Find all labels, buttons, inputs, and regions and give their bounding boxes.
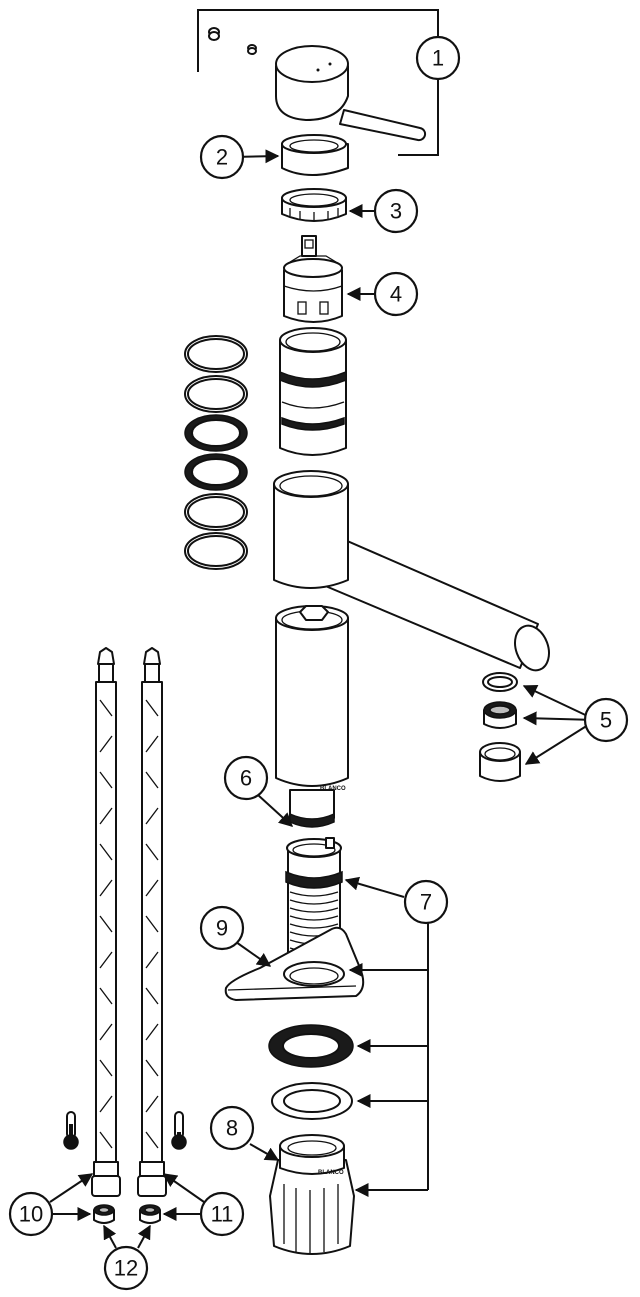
callout-8: 8 — [209, 1105, 255, 1151]
callout-10: 10 — [8, 1191, 54, 1237]
callout-12: 12 — [103, 1245, 149, 1291]
svg-text:2: 2 — [216, 145, 228, 170]
thermometer-hot-icon — [63, 1111, 79, 1150]
svg-text:8: 8 — [226, 1116, 238, 1141]
svg-text:6: 6 — [240, 766, 252, 791]
spout-body — [273, 470, 550, 672]
o-ring-set — [184, 335, 248, 570]
callout-6: 6 — [223, 755, 269, 801]
handle-knob — [275, 45, 427, 142]
svg-text:1: 1 — [432, 46, 444, 71]
callout-9: 9 — [199, 905, 245, 951]
svg-text:11: 11 — [211, 1202, 234, 1227]
adapter-sleeve — [279, 327, 347, 456]
thermometer-cold-icon — [171, 1111, 187, 1150]
part-2-cover-ring — [281, 134, 349, 176]
callout-2: 2 — [199, 134, 245, 180]
part-8-mounting-nut: BLANCO — [269, 1134, 355, 1255]
supply-hose-left — [91, 647, 121, 1197]
callout-3: 3 — [373, 188, 419, 234]
svg-text:10: 10 — [19, 1202, 43, 1227]
mounting-column: BLANCO — [275, 605, 349, 792]
rubber-gasket — [268, 1024, 354, 1068]
hose-washer-left — [93, 1204, 115, 1224]
callout-4: 4 — [373, 271, 419, 317]
part-4-cartridge — [283, 235, 343, 323]
svg-text:12: 12 — [114, 1256, 138, 1281]
part-9-base-plate — [224, 926, 365, 1001]
part-6-column-o-ring — [289, 789, 335, 828]
svg-text:5: 5 — [600, 708, 612, 733]
callout-1: 1 — [415, 35, 461, 81]
metal-washer — [271, 1082, 353, 1120]
svg-text:3: 3 — [390, 199, 402, 224]
set-screw-small — [208, 27, 257, 55]
arrow-icon — [49, 149, 597, 1249]
hose-washer-right — [139, 1204, 161, 1224]
supply-hose-right — [137, 647, 167, 1197]
handle-bracket-line — [197, 9, 439, 156]
svg-text:9: 9 — [216, 916, 228, 941]
svg-text:7: 7 — [420, 890, 432, 915]
svg-text:4: 4 — [390, 282, 402, 307]
brand-mark-nut: BLANCO — [318, 1170, 344, 1176]
callout-5: 5 — [583, 697, 629, 743]
part-1-handle-group — [197, 9, 439, 156]
callout-11: 11 — [199, 1191, 245, 1237]
callout-7: 7 — [403, 879, 449, 925]
part-3-threaded-ring — [281, 188, 347, 222]
part-5-aerator-set — [479, 672, 521, 782]
